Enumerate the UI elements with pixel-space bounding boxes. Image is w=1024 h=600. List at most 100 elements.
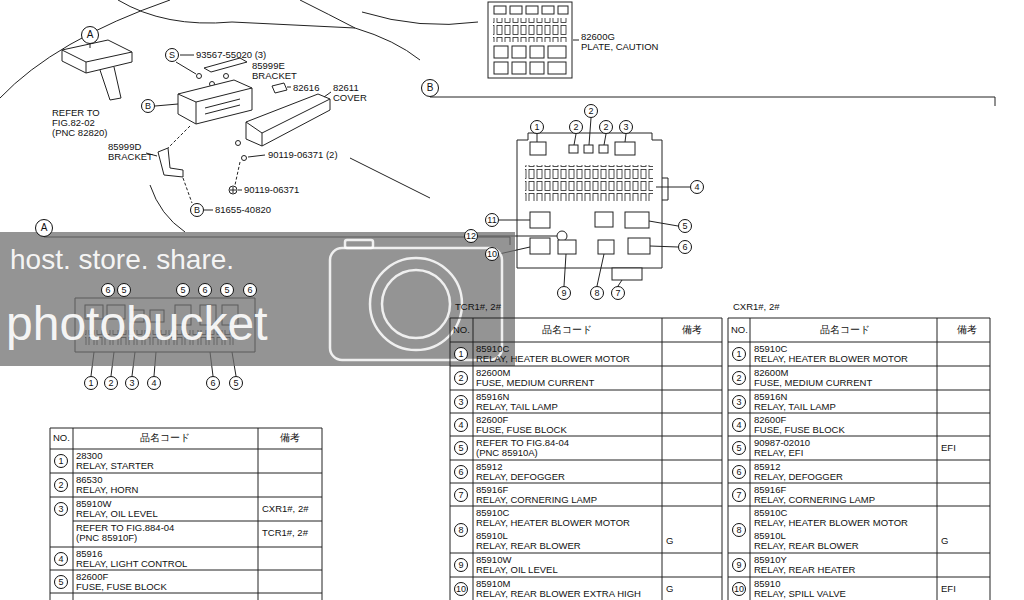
table-cell: FUSE, FUSE BLOCK (476, 425, 567, 435)
table-cell: RELAY, REAR BLOWER (476, 541, 581, 551)
caution-plate (542, 6, 554, 14)
table-header: 備考 (682, 325, 702, 335)
table-cell: 28300 (76, 451, 102, 461)
module-b (205, 99, 240, 114)
fuse-block (517, 133, 662, 268)
leader-line (564, 254, 566, 286)
table-cell: RELAY, STARTER (76, 461, 154, 471)
fasteners (242, 156, 247, 161)
screws-s (180, 55, 194, 56)
leader-line (649, 221, 678, 226)
table-cell: RELAY, DEFOGGER (754, 472, 843, 482)
table-header: 備考 (280, 433, 300, 443)
table-cell: 85910C (754, 344, 787, 354)
screws-s (197, 74, 202, 79)
table-cell: 82600M (476, 368, 510, 378)
dashboard-outline (355, 28, 420, 60)
fuse-block (595, 212, 613, 227)
module-b (178, 88, 252, 124)
table-cell: 85910C (476, 344, 509, 354)
fuse-block (599, 145, 608, 153)
table-cell: 85910M (476, 579, 510, 589)
callout-number: 4 (454, 418, 468, 432)
caution-plate (526, 6, 538, 14)
callout-number: 5 (220, 283, 234, 297)
callout-number: 6 (454, 465, 468, 479)
fuse-block (662, 178, 668, 200)
leader-line (597, 254, 604, 286)
callout-number: 8 (590, 286, 604, 300)
callout-number: 2 (599, 120, 613, 134)
leader-line (625, 134, 626, 142)
callout-number: 4 (54, 552, 68, 566)
fasteners (238, 190, 242, 191)
table-cell: RELAY, REAR BLOWER (754, 541, 859, 551)
callout-number: 6 (101, 283, 115, 297)
dashboard-outline (118, 0, 355, 28)
fasteners (235, 162, 240, 185)
callout-number: 7 (732, 488, 746, 502)
callout-number: 5 (229, 376, 243, 390)
watermark-band (0, 232, 515, 366)
part-82616 (272, 83, 287, 93)
fuse-block (615, 142, 635, 155)
caution-plate (494, 46, 508, 58)
table-cell: 85912 (476, 462, 502, 472)
table-cell: RELAY, OIL LEVEL (476, 565, 558, 575)
table-cell: FUSE, MEDIUM CURRENT (476, 378, 594, 388)
table-cell: 86530 (76, 475, 102, 485)
callout-number: 9 (732, 558, 746, 572)
table-cell: 85910W (476, 555, 511, 565)
leader-line (589, 118, 591, 145)
table-cell: 85916N (476, 392, 509, 402)
leader-line (604, 134, 606, 145)
table-header: 品名コード (542, 325, 592, 335)
leader-line (537, 134, 538, 142)
caution-plate (493, 18, 567, 42)
cover-82611 (246, 99, 330, 146)
callout-number: 7 (611, 286, 625, 300)
callout-number: 2 (569, 120, 583, 134)
callout-number: 6 (732, 465, 746, 479)
table-cell: 85916 (76, 549, 102, 559)
module-b (155, 104, 178, 106)
part-number: 82600G (581, 32, 615, 42)
fuse-block (530, 142, 546, 155)
table-header: NO. (453, 325, 470, 335)
table-cell: FUSE, FUSE BLOCK (754, 425, 845, 435)
callout-number: 1 (530, 120, 544, 134)
part-name: BRACKET (108, 152, 153, 162)
callout-number: 2 (104, 376, 118, 390)
screws-s (176, 62, 196, 74)
leader-line (656, 187, 690, 188)
table-cell: RELAY, EFI (754, 448, 803, 458)
table-cell: 85910Y (754, 555, 787, 565)
part-82616 (272, 83, 291, 93)
callout-number: 5 (117, 283, 131, 297)
table-cell: 85910W (76, 499, 111, 509)
callout-number: 4 (732, 418, 746, 432)
fasteners (248, 155, 265, 157)
fasteners (236, 141, 241, 146)
part-number: 90119-06371 (2) (268, 150, 338, 160)
fuse-block (584, 145, 593, 153)
table-cell: RELAY, REAR HEATER (754, 565, 855, 575)
module-b (178, 80, 252, 124)
dashboard-outline (362, 12, 478, 24)
callout-number: 2 (454, 371, 468, 385)
table-cell: FUSE, FUSE BLOCK (76, 582, 167, 592)
fuse-block (612, 268, 642, 280)
table-cell: 85916N (754, 392, 787, 402)
part-82616 (287, 87, 291, 88)
fuse-block (569, 145, 578, 153)
callout-number: 10 (485, 247, 499, 261)
callout-number: 12 (464, 229, 478, 243)
callout-number: 11 (485, 213, 499, 227)
parts-table-grid (728, 318, 990, 600)
callout-number: 6 (243, 283, 257, 297)
caution-plate (548, 62, 566, 74)
table-cell: G (941, 536, 948, 546)
caution-plate (494, 6, 506, 14)
callout-number: 5 (732, 441, 746, 455)
